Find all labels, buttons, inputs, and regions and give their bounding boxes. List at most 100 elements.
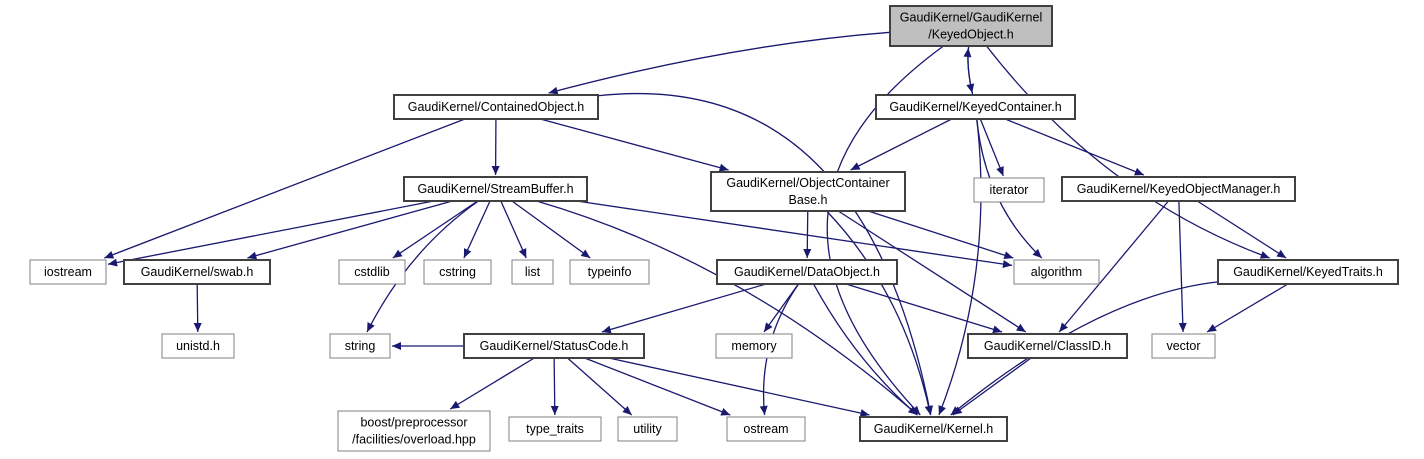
edge-arrowhead	[392, 342, 401, 350]
graph-node-classid[interactable]: GaudiKernel/ClassID.h	[967, 333, 1128, 359]
node-box	[710, 171, 906, 212]
dependency-edge	[1004, 118, 1145, 176]
dependency-edge	[1206, 283, 1289, 333]
node-layer: GaudiKernel/GaudiKernel/KeyedObject.hGau…	[29, 5, 1399, 452]
edge-arrowhead	[963, 48, 972, 58]
node-box	[1061, 176, 1296, 202]
edge-arrowhead	[803, 248, 812, 258]
graph-node-typeinfo[interactable]: typeinfo	[569, 259, 650, 285]
graph-node-statuscode[interactable]: GaudiKernel/StatusCode.h	[463, 333, 645, 359]
dependency-edge	[247, 200, 453, 259]
dependency-edge	[950, 281, 1219, 416]
edge-arrowhead	[1003, 251, 1014, 260]
edge-arrowhead	[392, 249, 403, 258]
dependency-edge	[601, 283, 767, 333]
dependency-edge	[952, 357, 1032, 416]
dependency-edge	[986, 45, 1270, 259]
dependency-edge	[938, 118, 982, 416]
node-box	[403, 176, 588, 202]
edge-arrowhead	[1032, 248, 1042, 258]
edge-arrowhead	[1002, 260, 1012, 269]
edge-arrowhead	[764, 322, 773, 332]
graph-node-vector[interactable]: vector	[1151, 333, 1216, 359]
dependency-edge	[511, 200, 591, 259]
graph-node-algorithm[interactable]: algorithm	[1013, 259, 1100, 285]
graph-node-containedobject[interactable]: GaudiKernel/ContainedObject.h	[393, 94, 599, 120]
edge-arrowhead	[952, 406, 963, 415]
node-box	[875, 94, 1076, 120]
node-box	[338, 259, 406, 285]
node-box	[889, 5, 1053, 47]
edge-arrowhead	[601, 325, 612, 334]
graph-node-type_traits[interactable]: type_traits	[508, 416, 602, 442]
node-box	[1013, 259, 1100, 285]
graph-node-cstring[interactable]: cstring	[423, 259, 492, 285]
graph-node-memory[interactable]: memory	[715, 333, 793, 359]
edge-arrowhead	[550, 405, 559, 415]
graph-node-cstdlib[interactable]: cstdlib	[338, 259, 406, 285]
dependency-edge	[366, 200, 479, 333]
graph-node-swab[interactable]: GaudiKernel/swab.h	[123, 259, 271, 285]
edge-arrowhead	[518, 248, 527, 258]
graph-node-string[interactable]: string	[329, 333, 391, 359]
graph-node-boost_overload[interactable]: boost/preprocessor/facilities/overload.h…	[337, 410, 491, 452]
edge-arrowhead	[450, 400, 461, 409]
graph-node-streambuffer[interactable]: GaudiKernel/StreamBuffer.h	[403, 176, 588, 202]
edge-arrowhead	[1133, 167, 1144, 176]
edge-arrowhead	[247, 251, 258, 260]
graph-node-kernel[interactable]: GaudiKernel/Kernel.h	[859, 416, 1008, 442]
graph-node-list[interactable]: list	[511, 259, 554, 285]
node-box	[973, 177, 1045, 203]
dependency-edge	[449, 357, 535, 410]
graph-node-keyedobjectmanager[interactable]: GaudiKernel/KeyedObjectManager.h	[1061, 176, 1296, 202]
edge-arrowhead	[463, 248, 472, 258]
graph-node-keyedobject[interactable]: GaudiKernel/GaudiKernel/KeyedObject.h	[889, 5, 1053, 47]
node-box	[463, 333, 645, 359]
node-box	[161, 333, 235, 359]
node-box	[337, 410, 491, 452]
dependency-edge	[392, 200, 479, 259]
dependency-edge	[104, 118, 466, 259]
node-box	[569, 259, 650, 285]
dependency-edge	[979, 118, 1004, 177]
node-box	[393, 94, 599, 120]
dependency-edge	[567, 357, 633, 416]
dependency-edge	[608, 357, 870, 416]
edge-arrowhead	[718, 163, 729, 172]
dependency-edge	[548, 31, 891, 94]
node-box	[29, 259, 107, 285]
edge-arrowhead	[859, 409, 870, 417]
graph-node-unistd[interactable]: unistd.h	[161, 333, 235, 359]
dependency-edge	[107, 200, 434, 265]
dependency-edge	[813, 283, 918, 416]
dependency-edge	[826, 45, 944, 416]
graph-node-utility[interactable]: utility	[617, 416, 678, 442]
edge-arrowhead	[992, 325, 1002, 334]
edge-arrowhead	[1059, 322, 1069, 332]
dependency-edge	[1178, 200, 1184, 333]
node-box	[329, 333, 391, 359]
graph-node-dataobject[interactable]: GaudiKernel/DataObject.h	[716, 259, 898, 285]
dependency-edge	[540, 118, 729, 171]
edge-arrowhead	[367, 322, 375, 332]
edge-arrowhead	[1207, 323, 1217, 332]
edge-arrowhead	[491, 165, 500, 175]
graph-node-ostream[interactable]: ostream	[726, 416, 806, 442]
graph-node-iterator[interactable]: iterator	[973, 177, 1045, 203]
edge-arrowhead	[1259, 251, 1270, 259]
edge-arrowhead	[911, 405, 921, 415]
node-box	[617, 416, 678, 442]
edge-arrowhead	[1178, 322, 1187, 332]
edge-arrowhead	[580, 249, 591, 258]
dependency-edge	[1058, 200, 1169, 333]
edge-arrowhead	[924, 405, 933, 415]
graph-node-keyedtraits[interactable]: GaudiKernel/KeyedTraits.h	[1217, 259, 1399, 285]
graph-node-iostream[interactable]: iostream	[29, 259, 107, 285]
edge-arrowhead	[850, 162, 861, 170]
graph-node-keyedcontainer[interactable]: GaudiKernel/KeyedContainer.h	[875, 94, 1076, 120]
edge-arrowhead	[108, 258, 118, 267]
dependency-edge	[576, 200, 1013, 267]
